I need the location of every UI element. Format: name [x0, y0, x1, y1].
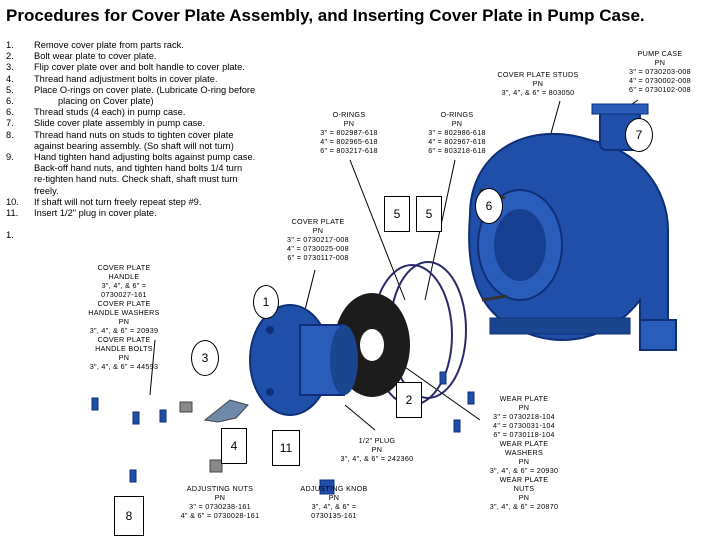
step-item: 11. Insert 1/2" plug in cover plate.	[6, 208, 306, 219]
step-number: 7.	[6, 118, 14, 129]
label-cover-plate: COVER PLATE PN 3" = 0730217-008 4" = 073…	[287, 217, 349, 262]
step-item: 5. Place O-rings on cover plate. (Lubrica…	[6, 85, 306, 96]
step-number: 4.	[6, 73, 14, 84]
callout-4: 4	[221, 428, 247, 464]
step-number: 5.	[6, 84, 14, 95]
step-item: Back-off hand nuts, and tighten hand bol…	[6, 163, 306, 174]
step-item: 2. Bolt wear plate to cover plate.	[6, 51, 306, 62]
step-item: 3. Flip cover plate over and bolt handle …	[6, 62, 306, 73]
step-text: Place O-rings on cover plate. (Lubricate…	[34, 84, 256, 95]
step-text: Remove cover plate from parts rack.	[34, 40, 184, 50]
step-item: re-tighten hand nuts. Check shaft, shaft…	[6, 174, 306, 185]
step-item: 9. Hand tighten hand adjusting bolts agai…	[6, 152, 306, 163]
callout-5-right: 5	[416, 196, 442, 232]
step-text: placing on Cover plate)	[58, 96, 154, 107]
step-text: Slide cover plate assembly in pump case.	[34, 118, 206, 129]
step-number: 10.	[6, 196, 19, 207]
step-text: If shaft will not turn freely repeat ste…	[34, 196, 202, 207]
leader-orings-left	[349, 159, 406, 301]
callout-11: 11	[272, 430, 300, 466]
step-item: 8. Thread hand nuts on studs to tighten c…	[6, 130, 306, 141]
step-item: 6. placing on Cover plate)	[6, 96, 306, 107]
label-cover-plate-handle: COVER PLATE HANDLE 3", 4", & 6" = 073002…	[88, 263, 160, 371]
callout-5-left: 5	[384, 196, 410, 232]
callout-7: 7	[625, 118, 653, 152]
label-adjusting-nuts: ADJUSTING NUTS PN 3" = 0730238-161 4" & …	[180, 484, 260, 520]
step-text: Insert 1/2" plug in cover plate.	[34, 208, 157, 219]
cover-plate-handle	[203, 399, 249, 423]
step-item: 6. Thread studs (4 each) in pump case.	[6, 107, 306, 118]
step-item: 7. Slide cover plate assembly in pump cas…	[6, 118, 306, 129]
pump-case	[468, 103, 677, 351]
step-text: freely.	[34, 185, 59, 196]
step-number: 9.	[6, 152, 14, 163]
callout-1: 1	[253, 285, 279, 319]
label-o-rings-right: O-RINGS PN 3" = 802986-618 4" = 802967-6…	[428, 110, 486, 155]
step-text: Bolt wear plate to cover plate.	[34, 51, 157, 62]
step-text: Back-off hand nuts, and tighten hand bol…	[34, 163, 243, 174]
callout-6: 6	[475, 188, 503, 224]
step-text: Hand tighten hand adjusting bolts agains…	[34, 152, 256, 163]
step-text: Thread hand adjustment bolts in cover pl…	[34, 73, 218, 84]
cover-plate	[249, 304, 358, 416]
procedure-steps: 1. Remove cover plate from parts rack. 2. B…	[6, 40, 306, 241]
step-number: 3.	[6, 62, 14, 73]
label-cover-plate-studs: COVER PLATE STUDS PN 3", 4", & 6" = 8030…	[497, 70, 579, 97]
callout-3: 3	[191, 340, 219, 376]
step-number: 6.	[6, 96, 14, 107]
step-item: 1.	[6, 230, 306, 241]
label-o-rings-left: O-RINGS PN 3" = 802987-618 4" = 802965-6…	[320, 110, 378, 155]
step-number: 2.	[6, 51, 14, 62]
step-number: 1.	[6, 40, 14, 50]
step-item: 1. Remove cover plate from parts rack.	[6, 40, 306, 51]
step-item: freely.	[6, 186, 306, 197]
leader-handle	[149, 339, 156, 396]
step-item: against bearing assembly. (So shaft will…	[6, 141, 306, 152]
step-number: 6.	[6, 107, 14, 118]
callout-2: 2	[396, 382, 422, 418]
step-number: 11.	[6, 208, 19, 219]
step-item: 10. If shaft will not turn freely repeat …	[6, 197, 306, 208]
step-text: Thread hand nuts on studs to tighten cov…	[34, 129, 234, 140]
step-text: Thread studs (4 each) in pump case.	[34, 107, 186, 118]
label-adjusting-knob: ADJUSTING KNOB PN 3", 4", & 6" = 0730135…	[300, 484, 368, 520]
hardware-bolts	[91, 371, 475, 495]
callout-8: 8	[114, 496, 144, 536]
step-item: 4. Thread hand adjustment bolts in cover …	[6, 74, 306, 85]
step-text: against bearing assembly. (So shaft will…	[34, 140, 234, 151]
step-number: 8.	[6, 129, 14, 140]
leader-plug	[344, 404, 376, 431]
label-plug: 1/2" PLUG PN 3", 4", & 6" = 242360	[340, 436, 414, 463]
label-wear-plate: WEAR PLATE PN 3" = 0730218-104 4" = 0730…	[489, 394, 559, 511]
step-text: re-tighten hand nuts. Check shaft, shaft…	[34, 174, 238, 185]
label-pump-case: PUMP CASE PN 3" = 0730203-008 4" = 07300…	[629, 49, 691, 94]
page-title: Procedures for Cover Plate Assembly, and…	[6, 6, 645, 25]
step-number: 1.	[6, 230, 14, 241]
step-text: Flip cover plate over and bolt handle to…	[34, 62, 245, 73]
